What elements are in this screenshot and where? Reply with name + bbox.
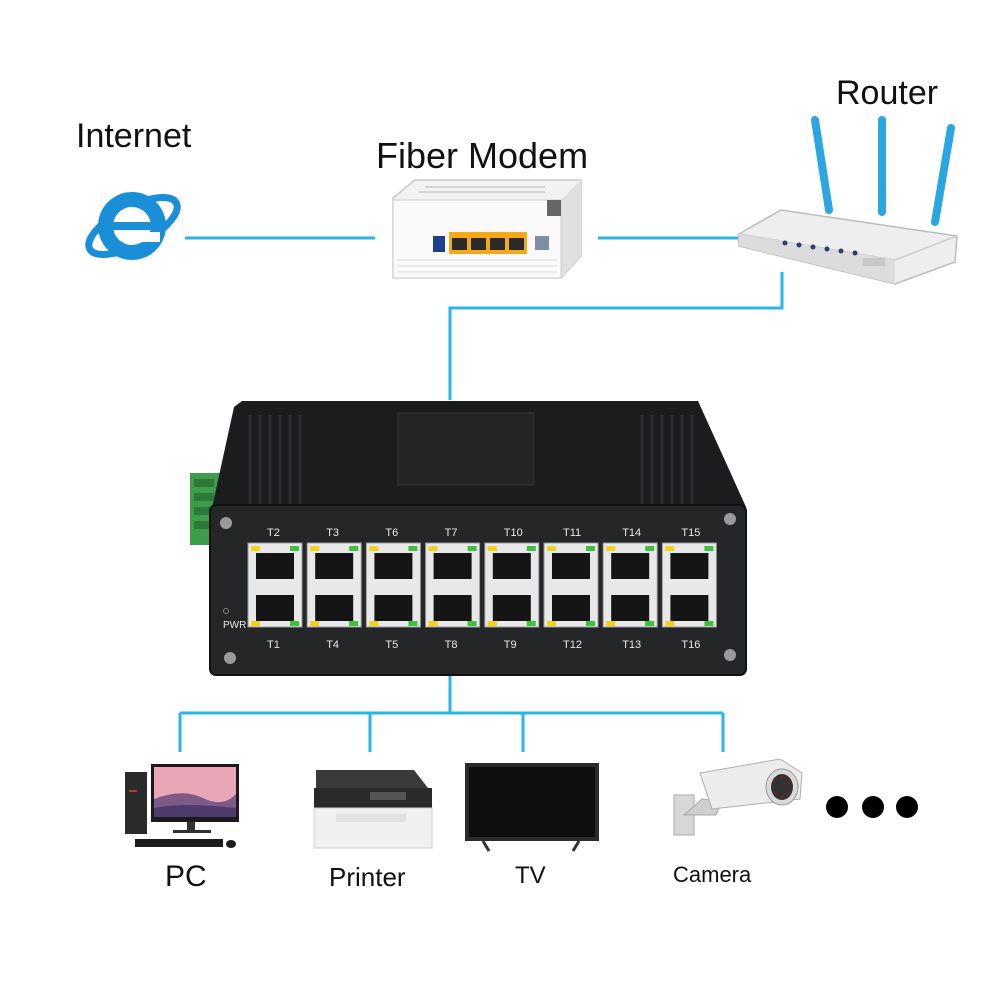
port-led [290,546,299,551]
port-label-t3: T3 [326,527,340,539]
port-led [704,546,714,551]
port-pair [543,542,599,628]
port-pair [365,542,421,628]
port-label-t2: T2 [267,527,280,539]
port-label-t14: T14 [622,527,642,539]
port-pair [602,542,658,628]
port-led [251,621,260,626]
port-led [526,546,536,551]
ethernet-switch-icon [190,401,747,676]
power-label: PWR [223,620,247,631]
port-pair [484,542,540,628]
rj45-port[interactable] [611,553,650,579]
port-label-t9: T9 [503,639,517,651]
port-led [526,621,536,626]
security-camera-icon [673,758,803,836]
port-led [606,621,616,626]
port-led [428,621,438,626]
fiber-modem-label: Fiber Modem [376,135,589,176]
port-led [467,621,477,626]
port-led [369,621,379,626]
internet-explorer-icon [85,192,181,260]
rj45-port[interactable] [315,553,354,579]
rj45-port[interactable] [256,553,294,579]
rj45-port[interactable] [433,595,472,621]
rj45-port[interactable] [492,595,531,621]
rj45-port[interactable] [552,595,590,621]
port-led [349,546,359,551]
rj45-port[interactable] [256,595,294,621]
port-label-t7: T7 [444,527,458,539]
port-led [665,621,675,626]
port-label-t8: T8 [444,639,458,651]
port-led [665,546,675,551]
port-label-t5: T5 [385,639,399,651]
port-pair [425,542,481,628]
port-led [606,546,616,551]
port-led [369,546,379,551]
port-led [586,621,595,626]
rj45-port[interactable] [374,595,413,621]
port-led [290,621,299,626]
rj45-port-grid [247,542,717,628]
internet-label: Internet [76,117,192,155]
rj45-port[interactable] [552,553,590,579]
rj45-port[interactable] [670,595,709,621]
port-led [428,546,438,551]
wire-router-switch [448,272,784,400]
port-pair [247,542,303,628]
port-led [349,621,359,626]
router-label: Router [836,74,939,112]
rj45-port[interactable] [433,553,472,579]
port-led [645,546,655,551]
fiber-modem-icon [392,179,582,279]
rj45-port[interactable] [315,595,354,621]
printer-label: Printer [329,862,406,892]
port-label-t6: T6 [385,527,399,539]
port-led [586,546,595,551]
port-label-t12: T12 [563,639,582,651]
port-label-t10: T10 [503,527,523,539]
desktop-pc-icon [125,764,239,848]
port-pair [661,542,717,628]
tv-icon [465,763,599,852]
port-led [408,621,418,626]
ellipsis-icon [826,796,918,818]
tv-label: TV [515,862,546,889]
port-label-t11: T11 [563,527,582,539]
rj45-port[interactable] [611,595,650,621]
printer-icon [313,770,433,849]
port-pair [306,542,362,628]
port-label-t13: T13 [622,639,642,651]
port-label-t1: T1 [267,639,280,651]
rj45-port[interactable] [492,553,531,579]
port-led [487,546,497,551]
port-led [704,621,714,626]
port-led [310,621,320,626]
port-led [408,546,418,551]
camera-label: Camera [673,862,752,887]
port-led [487,621,497,626]
port-led [547,546,556,551]
wifi-router-icon [738,116,958,285]
port-led [310,546,320,551]
port-led [645,621,655,626]
port-led [251,546,260,551]
port-label-t4: T4 [326,639,340,651]
rj45-port[interactable] [670,553,709,579]
port-led [467,546,477,551]
pc-label: PC [165,860,207,893]
port-label-t16: T16 [681,639,701,651]
port-led [547,621,556,626]
rj45-port[interactable] [374,553,413,579]
port-label-t15: T15 [681,527,701,539]
